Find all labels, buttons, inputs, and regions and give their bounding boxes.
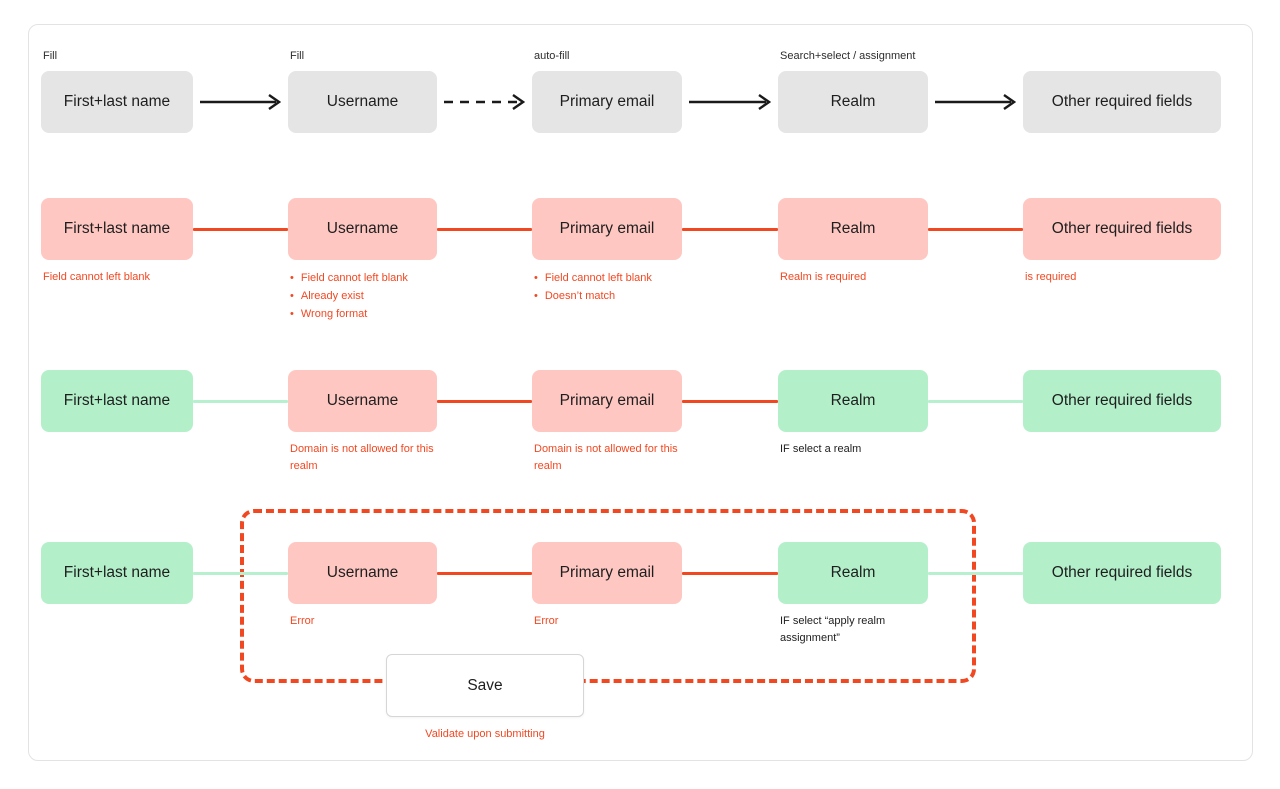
connector-line <box>928 571 1023 575</box>
node-note: Error <box>290 613 454 630</box>
node-note: • Field cannot left blank • Doesn’t match <box>534 269 698 305</box>
node-label: Realm <box>830 93 876 110</box>
node-label: Username <box>326 392 399 409</box>
node-note: is required <box>1025 269 1189 286</box>
connector-line <box>437 571 532 575</box>
bullet-icon: • <box>290 290 294 302</box>
node-other-required-fields-row2: Other required fields <box>1023 198 1221 260</box>
node-note: IF select “apply realm assignment” <box>780 613 944 647</box>
node-primary-email-row4: Primary email <box>532 542 682 604</box>
node-note: Domain is not allowed for this realm <box>534 441 698 475</box>
note-text: Error <box>534 615 559 627</box>
note-text: IF select a realm <box>780 443 862 455</box>
dashed-arrow <box>444 94 525 110</box>
note-text: Domain is not allowed for this realm <box>290 443 434 472</box>
connector-line <box>193 571 288 575</box>
node-note: Realm is required <box>780 269 944 286</box>
node-username-row1: Username <box>288 71 437 133</box>
solid-arrow <box>689 94 771 110</box>
node-realm-row2: Realm <box>778 198 928 260</box>
node-first-last-name-row2: First+last name <box>41 198 193 260</box>
node-primary-email-row1: Primary email <box>532 71 682 133</box>
note-text: Doesn’t match <box>544 290 616 302</box>
bullet-icon: • <box>534 290 538 302</box>
save-button[interactable]: Save <box>386 654 584 717</box>
connector-line <box>193 227 288 231</box>
note-text: Field cannot left blank <box>43 271 151 283</box>
node-label: Other required fields <box>1051 564 1193 581</box>
solid-arrow <box>935 94 1016 110</box>
node-label: First+last name <box>63 220 171 237</box>
note-text: Field cannot left blank <box>300 272 408 284</box>
node-label: First+last name <box>63 564 171 581</box>
connector-line <box>682 571 778 575</box>
note-text: Field cannot left blank <box>544 272 652 284</box>
node-realm-row4: Realm <box>778 542 928 604</box>
node-username-row4: Username <box>288 542 437 604</box>
validation-group-outline <box>240 509 976 683</box>
node-label: Other required fields <box>1051 392 1193 409</box>
step-method-label: Fill <box>43 50 58 62</box>
connector-line <box>193 399 288 403</box>
note-text: IF select “apply realm assignment” <box>780 615 886 644</box>
node-note: IF select a realm <box>780 441 944 458</box>
note-text: Domain is not allowed for this realm <box>534 443 678 472</box>
note-text: Already exist <box>300 290 364 302</box>
save-note: Validate upon submitting <box>425 728 545 740</box>
note-bullet-item: • Wrong format <box>290 305 454 323</box>
node-label: Primary email <box>559 93 655 110</box>
node-label: Realm <box>830 564 876 581</box>
connector-line <box>928 399 1023 403</box>
node-other-required-fields-row1: Other required fields <box>1023 71 1221 133</box>
note-text: Error <box>290 615 315 627</box>
node-username-row3: Username <box>288 370 437 432</box>
node-label: First+last name <box>63 392 171 409</box>
node-realm-row1: Realm <box>778 71 928 133</box>
step-method-label: Fill <box>290 50 305 62</box>
step-method-label: Search+select / assignment <box>780 50 916 62</box>
bullet-icon: • <box>290 272 294 284</box>
node-note: Domain is not allowed for this realm <box>290 441 454 475</box>
node-note: • Field cannot left blank • Already exist • W… <box>290 269 454 323</box>
node-primary-email-row3: Primary email <box>532 370 682 432</box>
note-text: Wrong format <box>300 308 368 320</box>
node-label: Username <box>326 564 399 581</box>
node-label: Primary email <box>559 564 655 581</box>
bullet-icon: • <box>534 272 538 284</box>
node-label: Realm <box>830 392 876 409</box>
step-method-label: auto-fill <box>534 50 570 62</box>
connector-line <box>437 227 532 231</box>
node-label: Realm <box>830 220 876 237</box>
node-label: Other required fields <box>1051 220 1193 237</box>
connector-line <box>437 399 532 403</box>
note-bullet-item: • Field cannot left blank <box>290 269 454 287</box>
connector-line <box>682 227 778 231</box>
node-label: Username <box>326 93 399 110</box>
node-username-row2: Username <box>288 198 437 260</box>
note-bullet-item: • Doesn’t match <box>534 287 698 305</box>
connector-line <box>682 399 778 403</box>
node-other-required-fields-row3: Other required fields <box>1023 370 1221 432</box>
note-bullet-item: • Field cannot left blank <box>534 269 698 287</box>
node-other-required-fields-row4: Other required fields <box>1023 542 1221 604</box>
node-note: Error <box>534 613 698 630</box>
node-label: Primary email <box>559 220 655 237</box>
node-primary-email-row2: Primary email <box>532 198 682 260</box>
node-first-last-name-row3: First+last name <box>41 370 193 432</box>
connector-line <box>928 227 1023 231</box>
note-bullet-item: • Already exist <box>290 287 454 305</box>
note-text: Realm is required <box>780 271 867 283</box>
node-first-last-name-row4: First+last name <box>41 542 193 604</box>
solid-arrow <box>200 94 281 110</box>
node-note: Field cannot left blank <box>43 269 207 286</box>
node-realm-row3: Realm <box>778 370 928 432</box>
note-text: is required <box>1025 271 1077 283</box>
node-label: Username <box>326 220 399 237</box>
node-first-last-name-row1: First+last name <box>41 71 193 133</box>
node-label: Other required fields <box>1051 93 1193 110</box>
bullet-icon: • <box>290 308 294 320</box>
node-label: Primary email <box>559 392 655 409</box>
node-label: First+last name <box>63 93 171 110</box>
